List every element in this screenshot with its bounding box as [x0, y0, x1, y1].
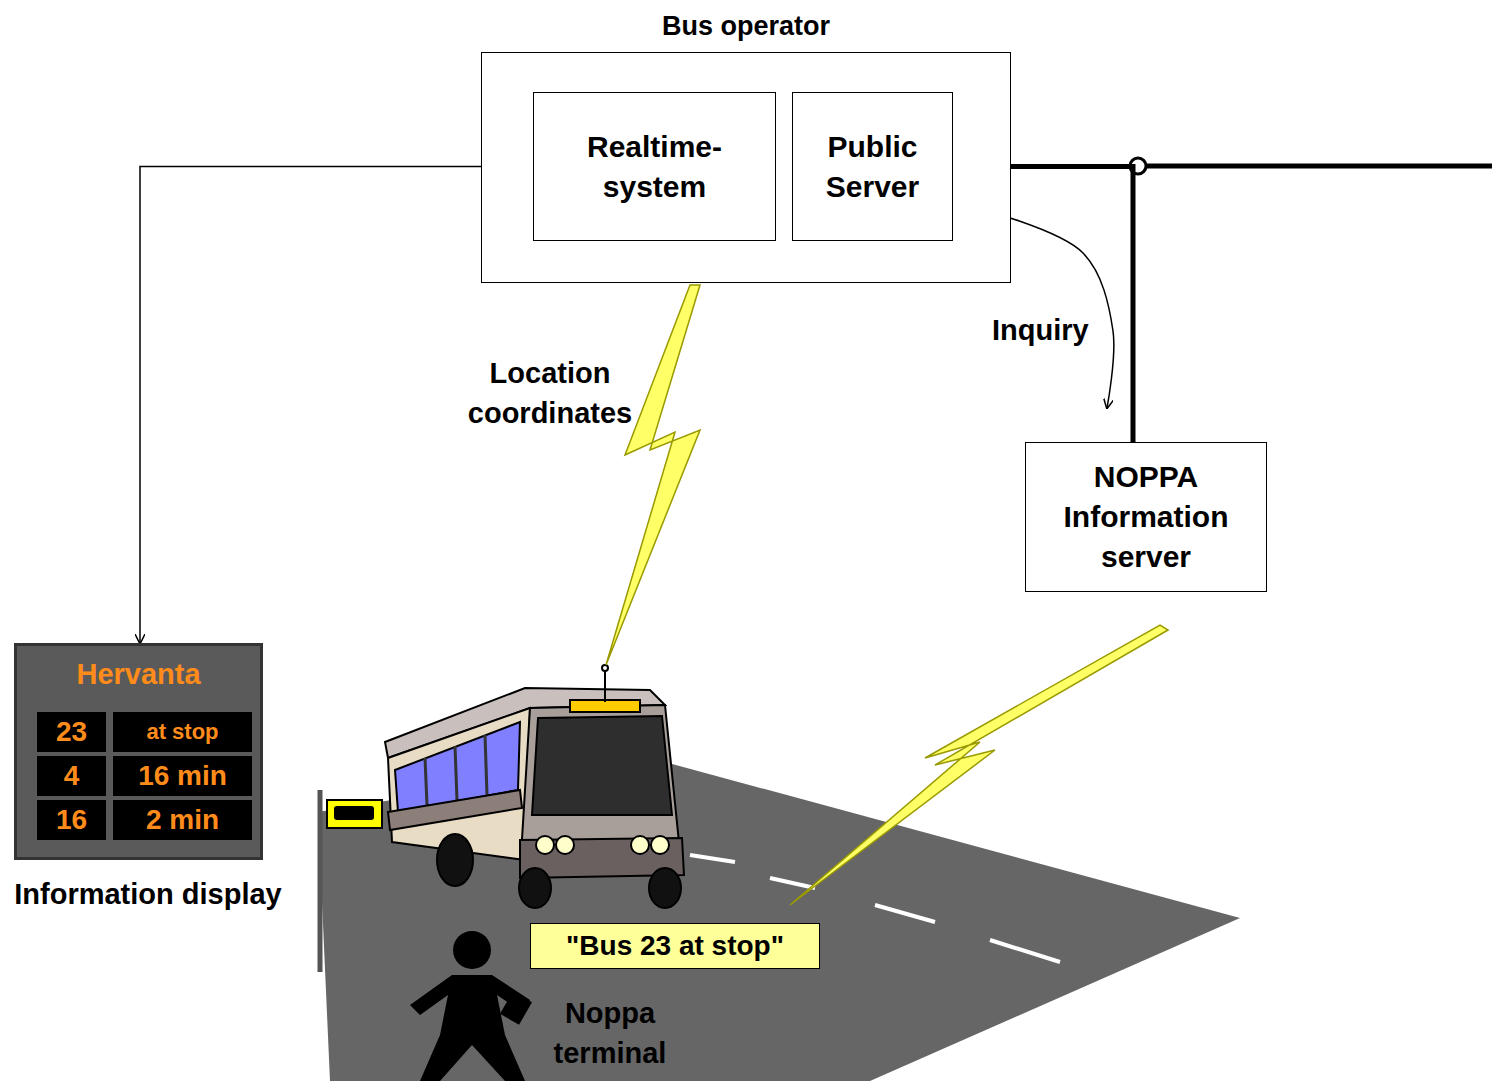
network-line: [1138, 164, 1492, 169]
node-text: "Bus 23 at stop": [556, 928, 794, 964]
node-text: Public Server: [793, 127, 952, 207]
node-text: Bus operator: [482, 9, 1010, 43]
display-cell: 16 min: [113, 756, 252, 796]
system-box: Realtime- system: [533, 92, 776, 241]
bus: [385, 665, 684, 908]
display-panel: Hervanta23at stop416 min162 minInformati…: [14, 643, 263, 860]
link-label: Location coordinates: [430, 353, 670, 433]
status-message: "Bus 23 at stop": [530, 923, 820, 969]
display-cell: at stop: [113, 712, 252, 752]
server-box: NOPPA Information server: [1025, 442, 1267, 592]
stop-pole: [318, 790, 323, 972]
road: [318, 758, 1240, 1081]
display-cell: 4: [37, 756, 106, 796]
node-text: Information display: [3, 874, 293, 914]
stop-sign: [327, 800, 382, 828]
node-text: NOPPA Information server: [1026, 457, 1266, 577]
stop-sign-bus: [334, 806, 374, 820]
radio-link: [606, 285, 700, 665]
edge-label: Inquiry: [990, 310, 1091, 350]
device-label: Noppa terminal: [530, 993, 690, 1073]
person-figure: [410, 931, 532, 1081]
display-cell: 16: [37, 800, 106, 840]
organisation-box: Realtime- systemPublic ServerBus operato…: [481, 52, 1011, 283]
display-cell: 2 min: [113, 800, 252, 840]
server-box: Public Server: [792, 92, 953, 241]
node-text: Hervanta: [17, 656, 260, 692]
node-text: Realtime- system: [534, 127, 775, 207]
display-cell: 23: [37, 712, 106, 752]
radio-link: [790, 625, 1168, 905]
